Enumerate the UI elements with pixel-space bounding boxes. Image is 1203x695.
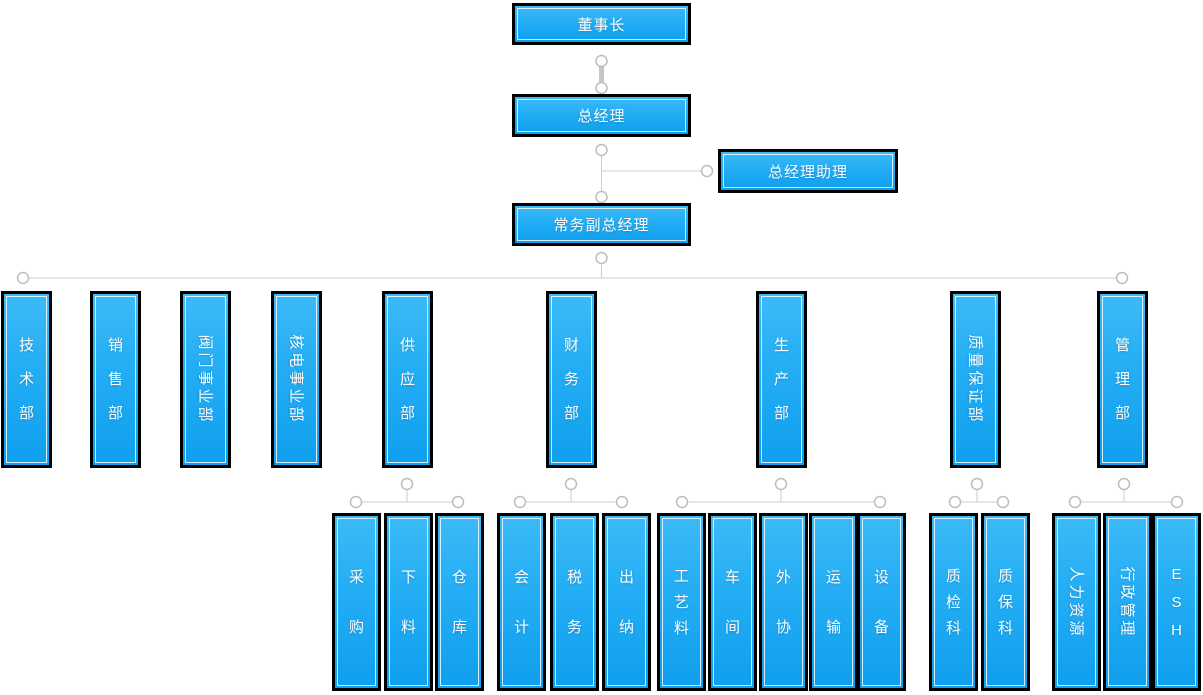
node-sales-dept: 销售部 xyxy=(90,291,141,468)
node-label: 车间 xyxy=(724,568,740,636)
node-chairman: 董事长 xyxy=(512,3,691,45)
node-label: 采购 xyxy=(348,568,364,636)
node-label: 总经理助理 xyxy=(767,163,848,181)
node-admin-management: 行政管理 xyxy=(1103,513,1152,691)
connector-management-children xyxy=(1068,477,1184,509)
node-purchasing: 采购 xyxy=(332,513,381,691)
connector-qa-children xyxy=(948,477,1010,509)
connector-joint xyxy=(615,495,629,509)
node-label: 常务副总经理 xyxy=(553,217,650,234)
node-deputy-general-manager: 常务副总经理 xyxy=(512,203,691,246)
connector-joint xyxy=(970,477,984,491)
node-label: 财务部 xyxy=(563,337,579,422)
connector-joint xyxy=(513,495,527,509)
node-transport: 运输 xyxy=(809,513,858,691)
node-label: 人力资源 xyxy=(1067,565,1085,639)
connector-joint xyxy=(948,495,962,509)
node-label: 运输 xyxy=(825,568,841,636)
node-quality-inspection: 质检科 xyxy=(929,513,978,691)
node-quality-assurance: 质保科 xyxy=(981,513,1030,691)
node-label: 工艺料 xyxy=(673,567,689,637)
node-cashier: 出纳 xyxy=(602,513,651,691)
node-label: 管理部 xyxy=(1114,337,1130,422)
connector-joint xyxy=(595,251,608,265)
node-label: 仓库 xyxy=(451,568,467,636)
connector-joint xyxy=(595,190,608,204)
node-process-material: 工艺料 xyxy=(657,513,706,691)
node-production-dept: 生产部 xyxy=(756,291,807,468)
node-label: 行政管理 xyxy=(1118,565,1136,639)
connector-joint xyxy=(595,54,608,68)
connector-joint xyxy=(595,143,608,157)
connector-joint xyxy=(774,477,788,491)
node-equipment: 设备 xyxy=(857,513,906,691)
node-accounting: 会计 xyxy=(497,513,546,691)
connector-joint xyxy=(349,495,363,509)
node-label: 税务 xyxy=(566,568,582,636)
node-gm-assistant: 总经理助理 xyxy=(718,149,898,193)
node-label: 董事长 xyxy=(577,16,626,34)
node-supply-dept: 供应部 xyxy=(382,291,433,468)
node-label: 设备 xyxy=(873,568,889,636)
connector-joint xyxy=(1115,271,1129,285)
connector-joint xyxy=(400,477,414,491)
connector-joint xyxy=(451,495,465,509)
node-label: 外协 xyxy=(775,568,791,636)
connector-deputy-departments xyxy=(16,251,1129,285)
node-outsourcing: 外协 xyxy=(759,513,808,691)
connector-joint xyxy=(1117,477,1131,491)
connector-production-children xyxy=(675,477,887,509)
node-workshop: 车间 xyxy=(708,513,757,691)
connector-joint xyxy=(700,164,714,178)
connector-joint xyxy=(1068,495,1082,509)
node-label: 总经理 xyxy=(577,108,626,125)
connector-chairman-gm xyxy=(595,54,608,95)
node-label: 技术部 xyxy=(18,337,34,422)
connector-joint xyxy=(564,477,578,491)
node-management-dept: 管理部 xyxy=(1097,291,1148,468)
node-label: 出纳 xyxy=(618,568,634,636)
node-valve-division: 阀门事业部 xyxy=(180,291,231,468)
connector-joint xyxy=(595,81,608,95)
node-label: 生产部 xyxy=(773,337,789,422)
node-warehouse: 仓库 xyxy=(435,513,484,691)
connector-joint xyxy=(16,271,30,285)
connector-joint xyxy=(873,495,887,509)
node-qa-dept: 质量保证部 xyxy=(950,291,1001,468)
node-label: 阀门事业部 xyxy=(196,334,214,425)
connector-supply-children xyxy=(349,477,465,509)
node-label: 质检科 xyxy=(945,567,961,637)
connector-finance-children xyxy=(513,477,629,509)
node-material-cutting: 下料 xyxy=(384,513,433,691)
node-label: 供应部 xyxy=(399,337,415,422)
node-technology-dept: 技术部 xyxy=(1,291,52,468)
connector-joint xyxy=(675,495,689,509)
node-label: 核电事业部 xyxy=(287,334,305,425)
node-label: 销售部 xyxy=(107,337,123,422)
node-finance-dept: 财务部 xyxy=(546,291,597,468)
connector-joint xyxy=(1170,495,1184,509)
node-label: 质量保证部 xyxy=(966,334,984,425)
node-label: 质保科 xyxy=(997,567,1013,637)
node-tax: 税务 xyxy=(550,513,599,691)
node-nuclear-division: 核电事业部 xyxy=(271,291,322,468)
node-label: 下料 xyxy=(400,568,416,636)
node-label: 会计 xyxy=(513,568,529,636)
node-human-resources: 人力资源 xyxy=(1052,513,1101,691)
connector-joint xyxy=(996,495,1010,509)
node-general-manager: 总经理 xyxy=(512,94,691,137)
connector-gm-deputy-and-assistant xyxy=(595,143,714,204)
